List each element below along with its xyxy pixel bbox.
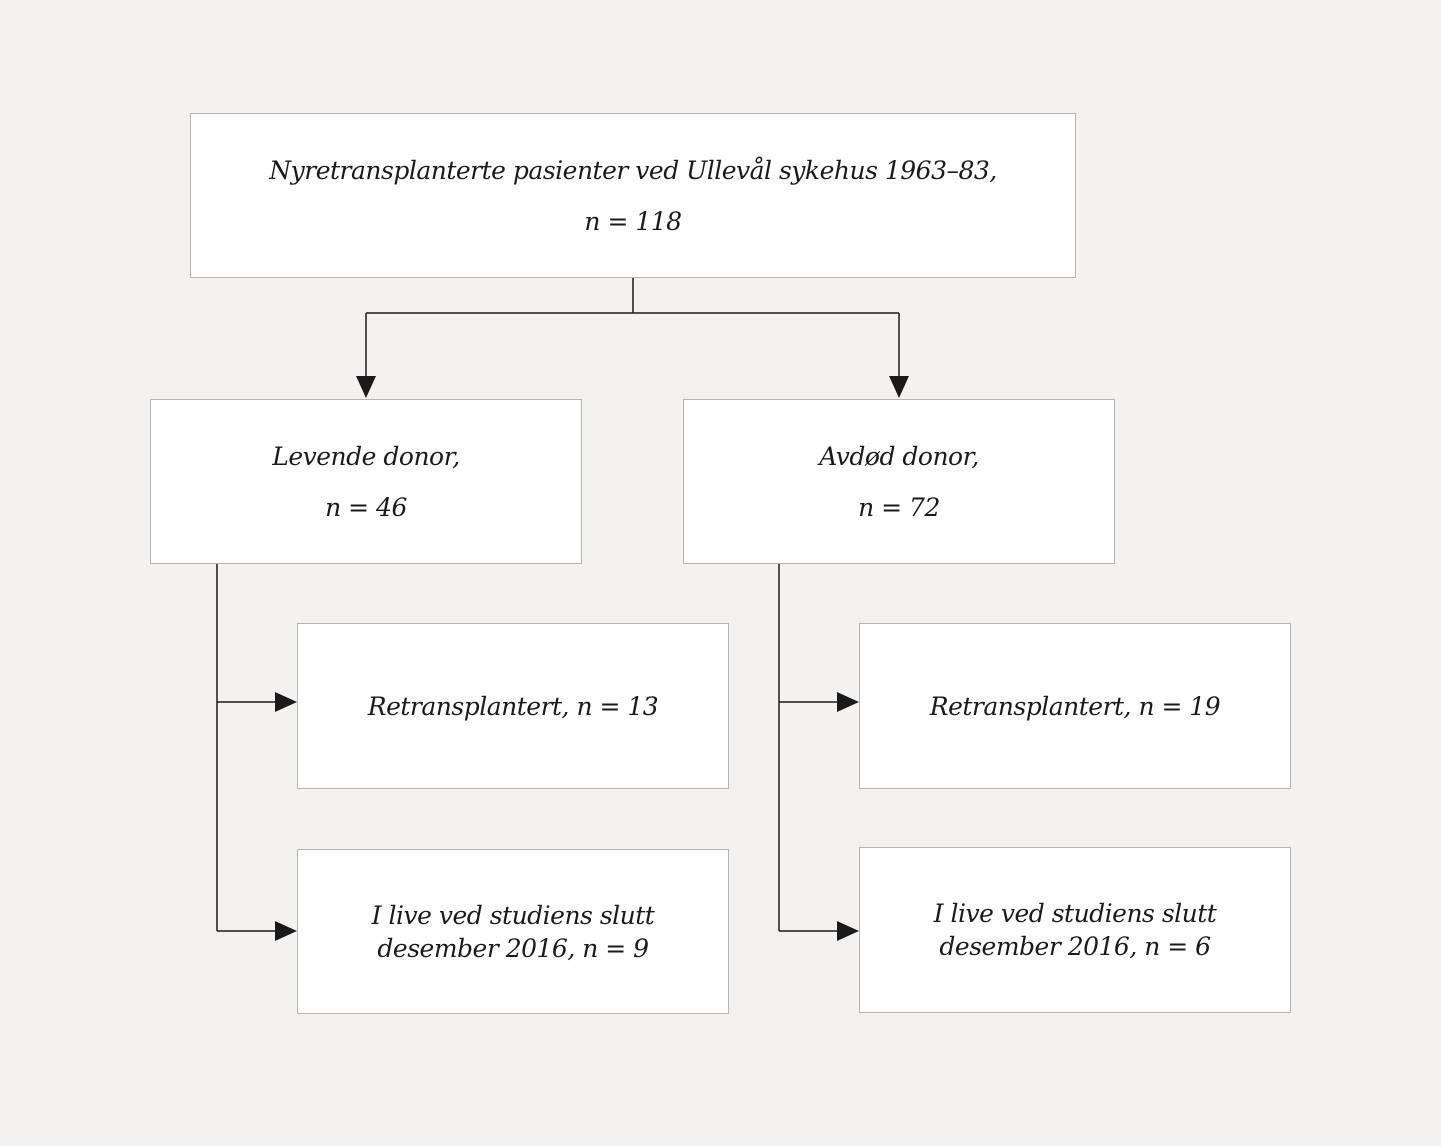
deceased-alive-count: desember 2016, n = 6 <box>939 932 1211 961</box>
arrowhead-down-deceased <box>889 376 909 398</box>
living-donor-count: n = 46 <box>325 492 407 522</box>
living-donor-label: Levende donor, <box>272 441 460 471</box>
deceased-retransplanted-box: Retransplantert, n = 19 <box>859 623 1291 789</box>
deceased-donor-count: n = 72 <box>858 492 940 522</box>
living-retransplanted-label: Retransplantert, n = 13 <box>367 691 659 721</box>
deceased-alive-label: I live ved studiens slutt <box>933 899 1217 928</box>
living-donor-box: Levende donor, n = 46 <box>150 399 582 564</box>
living-retransplanted-box: Retransplantert, n = 13 <box>297 623 729 789</box>
deceased-retransplanted-label: Retransplantert, n = 19 <box>929 691 1221 721</box>
arrowhead-right-deceased-alive <box>837 921 859 941</box>
root-count: n = 118 <box>584 206 682 236</box>
arrowhead-right-deceased-retx <box>837 692 859 712</box>
arrowhead-right-living-retx <box>275 692 297 712</box>
root-box: Nyretransplanterte pasienter ved Ullevål… <box>190 113 1076 278</box>
deceased-alive-box: I live ved studiens slutt desember 2016,… <box>859 847 1291 1013</box>
living-alive-count: desember 2016, n = 9 <box>377 933 649 963</box>
arrowhead-right-living-alive <box>275 921 297 941</box>
arrowhead-down-living <box>356 376 376 398</box>
deceased-donor-box: Avdød donor, n = 72 <box>683 399 1115 564</box>
living-alive-box: I live ved studiens slutt desember 2016,… <box>297 849 729 1014</box>
root-label: Nyretransplanterte pasienter ved Ullevål… <box>269 155 997 185</box>
deceased-donor-label: Avdød donor, <box>819 441 979 471</box>
living-alive-label: I live ved studiens slutt <box>371 900 655 930</box>
